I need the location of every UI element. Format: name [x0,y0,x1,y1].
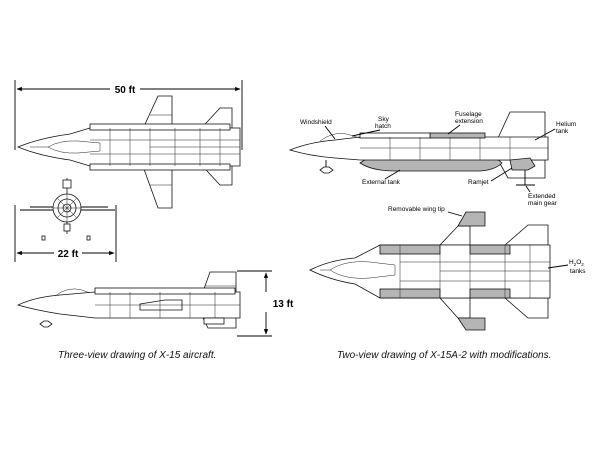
caption-two-view: Two-view drawing of X-15A-2 with modific… [337,350,552,361]
callout-sky-hatch-2: hatch [375,123,391,130]
callout-main-gear-2: main gear [528,200,558,207]
span-label: 22 ft [58,249,79,260]
span-dimension: 22 ft [14,205,117,262]
x15-front-view [20,178,115,241]
x15-side-view [16,271,241,329]
callout-sky-hatch-1: Sky [378,116,390,123]
height-dimension: 13 ft [237,270,294,337]
length-dimension: 50 ft [14,80,243,150]
callout-h2o2-tanks: tanks [570,268,586,275]
callout-fuselage-ext-1: Fuselage [455,111,482,118]
length-label: 50 ft [115,85,136,96]
x15a2-top-view [309,211,551,331]
callout-helium-2: tank [556,128,569,135]
callout-ramjet: Ramjet [468,179,489,186]
callout-fuselage-ext-2: extension [455,118,483,125]
height-label: 13 ft [273,299,294,310]
callout-external-tank: External tank [362,179,401,186]
x15a2-side-view [288,111,549,186]
x15-top-view [16,95,241,209]
callout-windshield: Windshield [300,119,332,126]
caption-three-view: Three-view drawing of X-15 aircraft. [58,350,217,361]
callout-wing-tip: Removable wing tip [388,206,445,213]
callout-h2o2: H2O2 [569,259,584,267]
callout-main-gear-1: Extended [528,193,556,200]
callout-helium-1: Helium [556,121,576,128]
callouts: Windshield Sky hatch Fuselage extension … [300,111,586,275]
